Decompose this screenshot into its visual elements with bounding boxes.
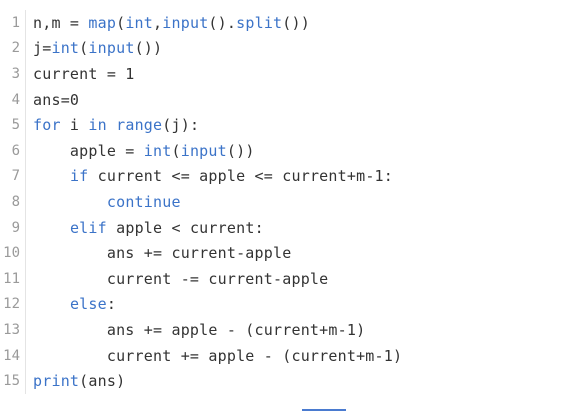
line-number: 5 bbox=[0, 112, 26, 138]
code-line[interactable]: 4 ans=0 bbox=[0, 86, 572, 113]
keyword-token: continue bbox=[106, 192, 181, 211]
code-text[interactable]: continue bbox=[26, 193, 181, 211]
keyword-token: elif bbox=[69, 218, 107, 237]
builtin-token: int bbox=[51, 39, 80, 58]
code-token: ( bbox=[116, 13, 126, 32]
keyword-token: if bbox=[69, 167, 89, 186]
code-line[interactable]: 6 apple = int(input()) bbox=[0, 137, 572, 164]
code-token: , bbox=[153, 13, 163, 32]
code-text[interactable]: if current <= apple <= current+m-1: bbox=[26, 167, 393, 185]
code-token: j= bbox=[33, 39, 52, 58]
line-number: 13 bbox=[0, 317, 26, 343]
code-token: current = 1 bbox=[33, 64, 135, 83]
code-token bbox=[33, 167, 70, 185]
builtin-token: int bbox=[143, 141, 172, 160]
line-number: 10 bbox=[0, 240, 26, 266]
builtin-token: range bbox=[116, 116, 163, 135]
code-token: (j): bbox=[162, 116, 200, 135]
code-text[interactable]: ans=0 bbox=[26, 91, 79, 109]
line-number: 9 bbox=[0, 214, 26, 241]
code-token: ans=0 bbox=[33, 90, 80, 109]
code-line[interactable]: 14 current += apple - (current+m-1) bbox=[0, 342, 572, 369]
code-token bbox=[107, 116, 116, 134]
code-text[interactable]: current -= current-apple bbox=[26, 270, 328, 288]
code-text[interactable]: j=int(input()) bbox=[26, 39, 162, 57]
code-text[interactable]: n,m = map(int,input().split()) bbox=[26, 14, 310, 32]
line-number: 14 bbox=[0, 342, 26, 369]
code-text[interactable]: ans += apple - (current+m-1) bbox=[26, 321, 365, 339]
line-number: 3 bbox=[0, 61, 26, 87]
keyword-token: else bbox=[69, 295, 107, 314]
code-token: ()) bbox=[134, 39, 163, 58]
line-number: 6 bbox=[0, 137, 26, 164]
code-token: ()) bbox=[282, 13, 310, 32]
code-token bbox=[33, 295, 70, 313]
code-token: (). bbox=[208, 13, 237, 32]
code-token: ()) bbox=[226, 141, 255, 160]
code-token: (ans) bbox=[79, 372, 126, 391]
code-token: current <= apple <= current+m-1: bbox=[88, 167, 394, 186]
builtin-token: input bbox=[180, 141, 227, 160]
line-number: 12 bbox=[0, 291, 26, 318]
code-token: ans += current-apple bbox=[33, 244, 292, 263]
code-text[interactable]: apple = int(input()) bbox=[26, 142, 255, 160]
builtin-token: int bbox=[125, 13, 154, 32]
code-token: ans += apple - (current+m-1) bbox=[33, 320, 366, 339]
code-line[interactable]: 10 ans += current-apple bbox=[0, 240, 572, 266]
code-text[interactable]: ans += current-apple bbox=[26, 244, 291, 262]
line-number: 8 bbox=[0, 189, 26, 215]
code-token: n,m = bbox=[33, 13, 89, 32]
code-line[interactable]: 9 elif apple < current: bbox=[0, 214, 572, 241]
code-line[interactable]: 13 ans += apple - (current+m-1) bbox=[0, 317, 572, 343]
code-text[interactable]: current += apple - (current+m-1) bbox=[26, 347, 402, 365]
code-token: apple = bbox=[33, 141, 144, 160]
code-text[interactable]: else: bbox=[26, 295, 116, 313]
builtin-token: map bbox=[88, 13, 117, 32]
keyword-token: for bbox=[33, 116, 61, 135]
scroll-indicator bbox=[302, 409, 346, 411]
code-token: ( bbox=[79, 39, 89, 58]
code-text[interactable]: current = 1 bbox=[26, 65, 135, 83]
code-token: current += apple - (current+m-1) bbox=[33, 346, 403, 365]
code-token: apple < current: bbox=[106, 218, 264, 237]
code-token: : bbox=[106, 295, 117, 314]
line-number: 7 bbox=[0, 163, 26, 190]
code-line[interactable]: 12 else: bbox=[0, 291, 572, 318]
code-token: i bbox=[60, 116, 89, 135]
builtin-token: input bbox=[88, 39, 135, 58]
line-number: 4 bbox=[0, 86, 26, 113]
code-line[interactable]: 7 if current <= apple <= current+m-1: bbox=[0, 163, 572, 190]
code-text[interactable]: print(ans) bbox=[26, 372, 125, 390]
line-number: 1 bbox=[0, 10, 26, 36]
code-line[interactable]: 3 current = 1 bbox=[0, 61, 572, 87]
keyword-token: in bbox=[88, 116, 107, 135]
line-number: 11 bbox=[0, 265, 26, 292]
line-number: 15 bbox=[0, 368, 26, 394]
code-token: ( bbox=[171, 141, 181, 160]
code-token: current -= current-apple bbox=[33, 269, 329, 288]
code-line[interactable]: 11 current -= current-apple bbox=[0, 265, 572, 292]
builtin-token: print bbox=[33, 372, 80, 391]
code-line[interactable]: 8 continue bbox=[0, 189, 572, 215]
code-token bbox=[33, 219, 70, 237]
code-text[interactable]: elif apple < current: bbox=[26, 219, 264, 237]
builtin-token: input bbox=[162, 13, 209, 32]
code-token bbox=[33, 193, 107, 211]
line-number: 2 bbox=[0, 35, 26, 62]
builtin-token: split bbox=[236, 13, 283, 32]
code-text[interactable]: for i in range(j): bbox=[26, 116, 199, 134]
